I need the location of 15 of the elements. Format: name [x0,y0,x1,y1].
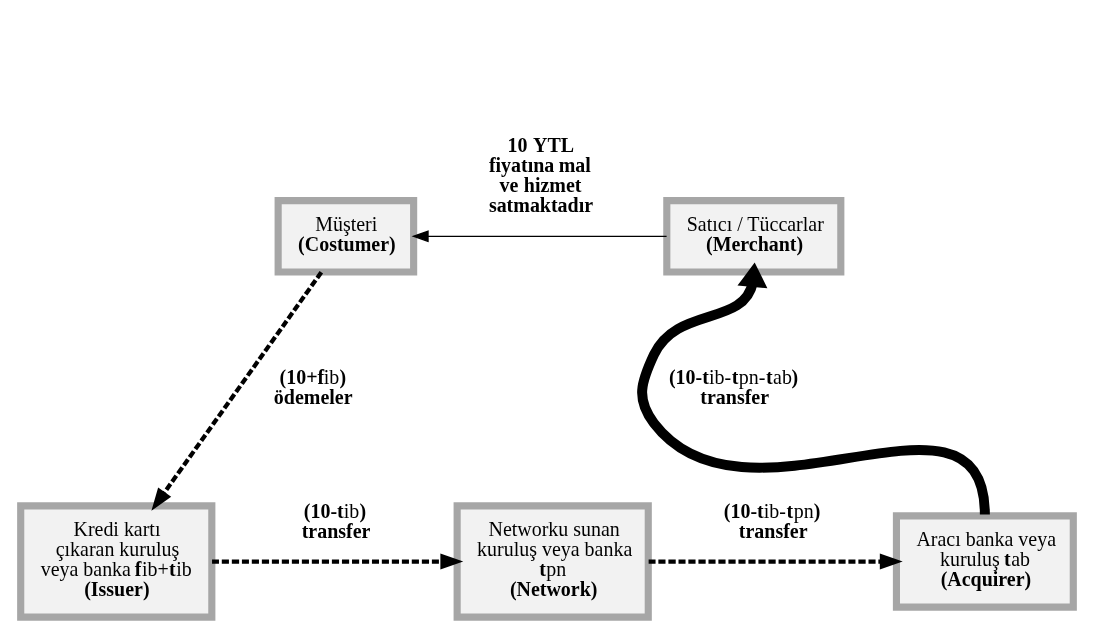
arrow [636,262,990,516]
arrow [211,553,463,570]
edge-label: (10-tib-tpn) transfer [723,499,820,542]
edge-label: 10 YTL fiyatına mal ve hizmet satmaktadır [488,134,593,217]
node-box: Networku sunan kuruluş veya banka tpn (Network) [453,502,652,621]
arrow [411,230,667,243]
node-box: Aracı banka veya kuruluş tab (Acquirer) [892,512,1077,611]
arrow [150,271,323,511]
edge-label: (10-tib-tpn-tab) transfer [668,365,798,408]
node-box: Müşteri (Costumer) [274,197,417,276]
arrow [648,553,903,570]
edge-label: (10+fib) ödemeler [273,365,353,408]
node-box: Satıcı / Tüccarlar (Merchant) [662,197,844,276]
edge-label: (10-tib) transfer [301,499,370,542]
node-box: Kredi kartı çıkaran kuruluş veya banka fib+tib (Issuer) [16,502,215,621]
